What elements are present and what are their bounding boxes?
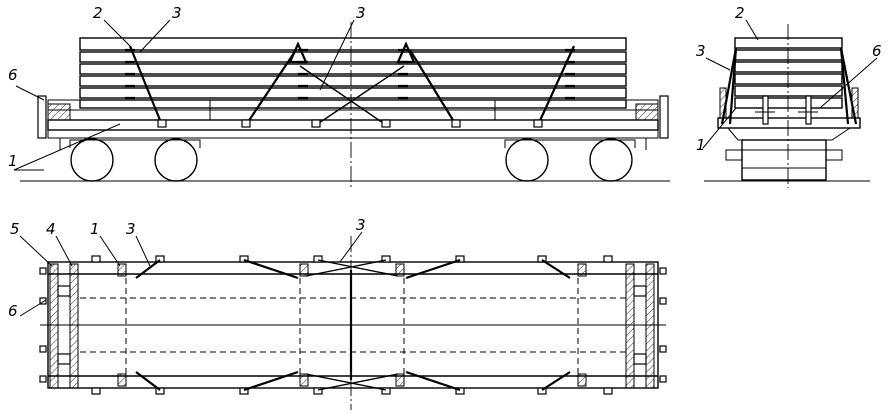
platform-end — [717, 117, 861, 129]
tie-down-lashings — [128, 41, 576, 126]
callout-3: 3 — [356, 216, 366, 234]
callout-6: 6 — [872, 42, 882, 60]
stake-pockets — [39, 255, 667, 395]
callout-6: 6 — [8, 302, 18, 320]
load-stack — [79, 37, 627, 109]
end-stakes — [49, 263, 655, 389]
callout-1: 1 — [8, 152, 18, 170]
callout-1: 1 — [90, 220, 100, 238]
callout-4: 4 — [46, 220, 56, 238]
side-view: 2 3 3 6 1 — [8, 4, 670, 188]
wheel-set — [70, 138, 633, 182]
callout-2: 2 — [93, 4, 103, 22]
callout-1: 1 — [696, 136, 706, 154]
anchor-blocks — [157, 119, 543, 128]
end-view: 2 3 6 1 — [696, 4, 882, 188]
underframe — [47, 119, 659, 131]
plan-lashings — [135, 258, 571, 392]
callout-6: 6 — [8, 66, 18, 84]
bogie-end — [741, 139, 827, 181]
callout-3: 3 — [126, 220, 136, 238]
plan-view: 5 4 1 3 3 6 — [8, 216, 667, 410]
load-end — [734, 37, 843, 109]
spacer-blocks — [117, 263, 587, 387]
callout-5: 5 — [10, 220, 20, 238]
callout-2: 2 — [735, 4, 745, 22]
callout-3: 3 — [172, 4, 182, 22]
callout-3: 3 — [696, 42, 706, 60]
callout-3: 3 — [356, 4, 366, 22]
